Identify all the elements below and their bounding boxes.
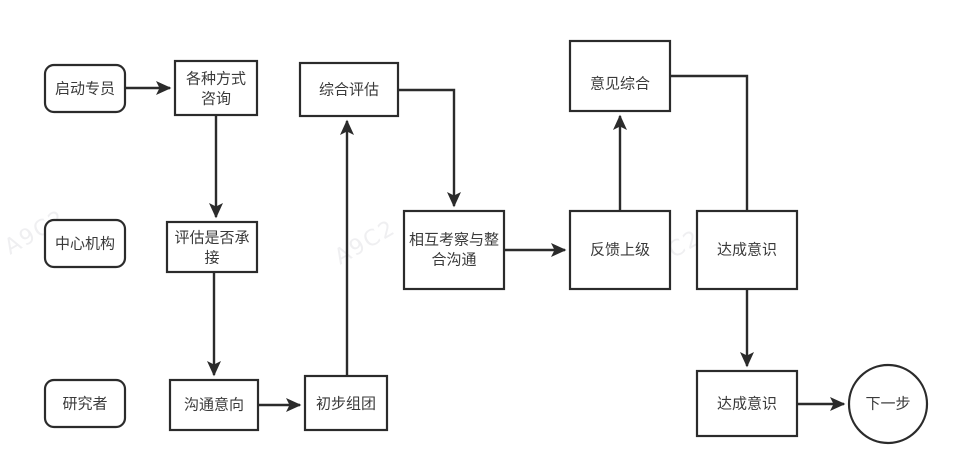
node-label-line-1: 各种方式: [186, 70, 246, 88]
node-group[interactable]: 初步组团: [303, 374, 389, 432]
watermark-text: A9C2: [331, 215, 401, 270]
node-label: 沟通意向: [184, 396, 244, 414]
node-shape-rect[interactable]: [695, 209, 799, 291]
node-consensus-mid[interactable]: 达成意识: [695, 209, 799, 291]
node-shape-rounded-rect[interactable]: [43, 378, 127, 429]
node-label: 初步组团: [316, 395, 376, 413]
node-label-line-2: 咨询: [201, 90, 231, 108]
node-shape-rect[interactable]: [298, 61, 400, 118]
node-consult[interactable]: 各种方式 咨询: [173, 59, 259, 117]
edges-group: [125, 74, 846, 412]
node-label: 启动专员: [55, 80, 115, 98]
node-shape-rect[interactable]: [568, 209, 672, 291]
node-shape-rect[interactable]: [695, 369, 799, 438]
node-label: 中心机构: [55, 235, 115, 253]
node-label: 意见综合: [590, 75, 650, 93]
node-shape-rect[interactable]: [303, 374, 389, 432]
node-shape-rect[interactable]: [402, 209, 506, 291]
node-label: 下一步: [865, 395, 910, 413]
edge-opinion-to-consensus-mid: [670, 74, 749, 211]
node-shape-rect[interactable]: [568, 39, 672, 113]
node-opinion[interactable]: 意见综合: [568, 39, 672, 113]
node-label: 研究者: [62, 395, 107, 413]
nodes-group: 启动专员 中心机构 研究者 各种方式 咨询 评估是否承: [43, 39, 929, 445]
node-label: 达成意识: [717, 241, 777, 259]
node-label: 反馈上级: [590, 241, 650, 259]
node-shape-circle[interactable]: [847, 363, 929, 445]
node-label-line-1: 评估是否承: [174, 229, 249, 247]
node-shape-rect[interactable]: [168, 378, 260, 432]
node-researcher-role[interactable]: 研究者: [43, 378, 127, 429]
node-center-role[interactable]: 中心机构: [43, 218, 127, 269]
node-intent[interactable]: 沟通意向: [168, 378, 260, 432]
edge-eval-to-mutual: [398, 88, 461, 208]
node-label-line-1: 相互考察与整: [409, 231, 499, 249]
node-shape-rounded-rect[interactable]: [43, 63, 127, 114]
node-eval[interactable]: 综合评估: [298, 61, 400, 118]
node-assess[interactable]: 评估是否承 接: [165, 220, 259, 274]
node-label-line-2: 合沟通: [431, 251, 476, 269]
node-label: 达成意识: [717, 395, 777, 413]
node-next-step[interactable]: 下一步: [847, 363, 929, 445]
node-consensus-bottom[interactable]: 达成意识: [695, 369, 799, 438]
node-mutual[interactable]: 相互考察与整 合沟通: [402, 209, 506, 291]
node-shape-rect[interactable]: [165, 220, 259, 274]
node-label: 综合评估: [319, 81, 379, 99]
node-shape-rounded-rect[interactable]: [43, 218, 127, 269]
node-feedback[interactable]: 反馈上级: [568, 209, 672, 291]
node-shape-rect[interactable]: [173, 59, 259, 117]
node-label-line-2: 接: [204, 249, 219, 267]
node-start-role[interactable]: 启动专员: [43, 63, 127, 114]
